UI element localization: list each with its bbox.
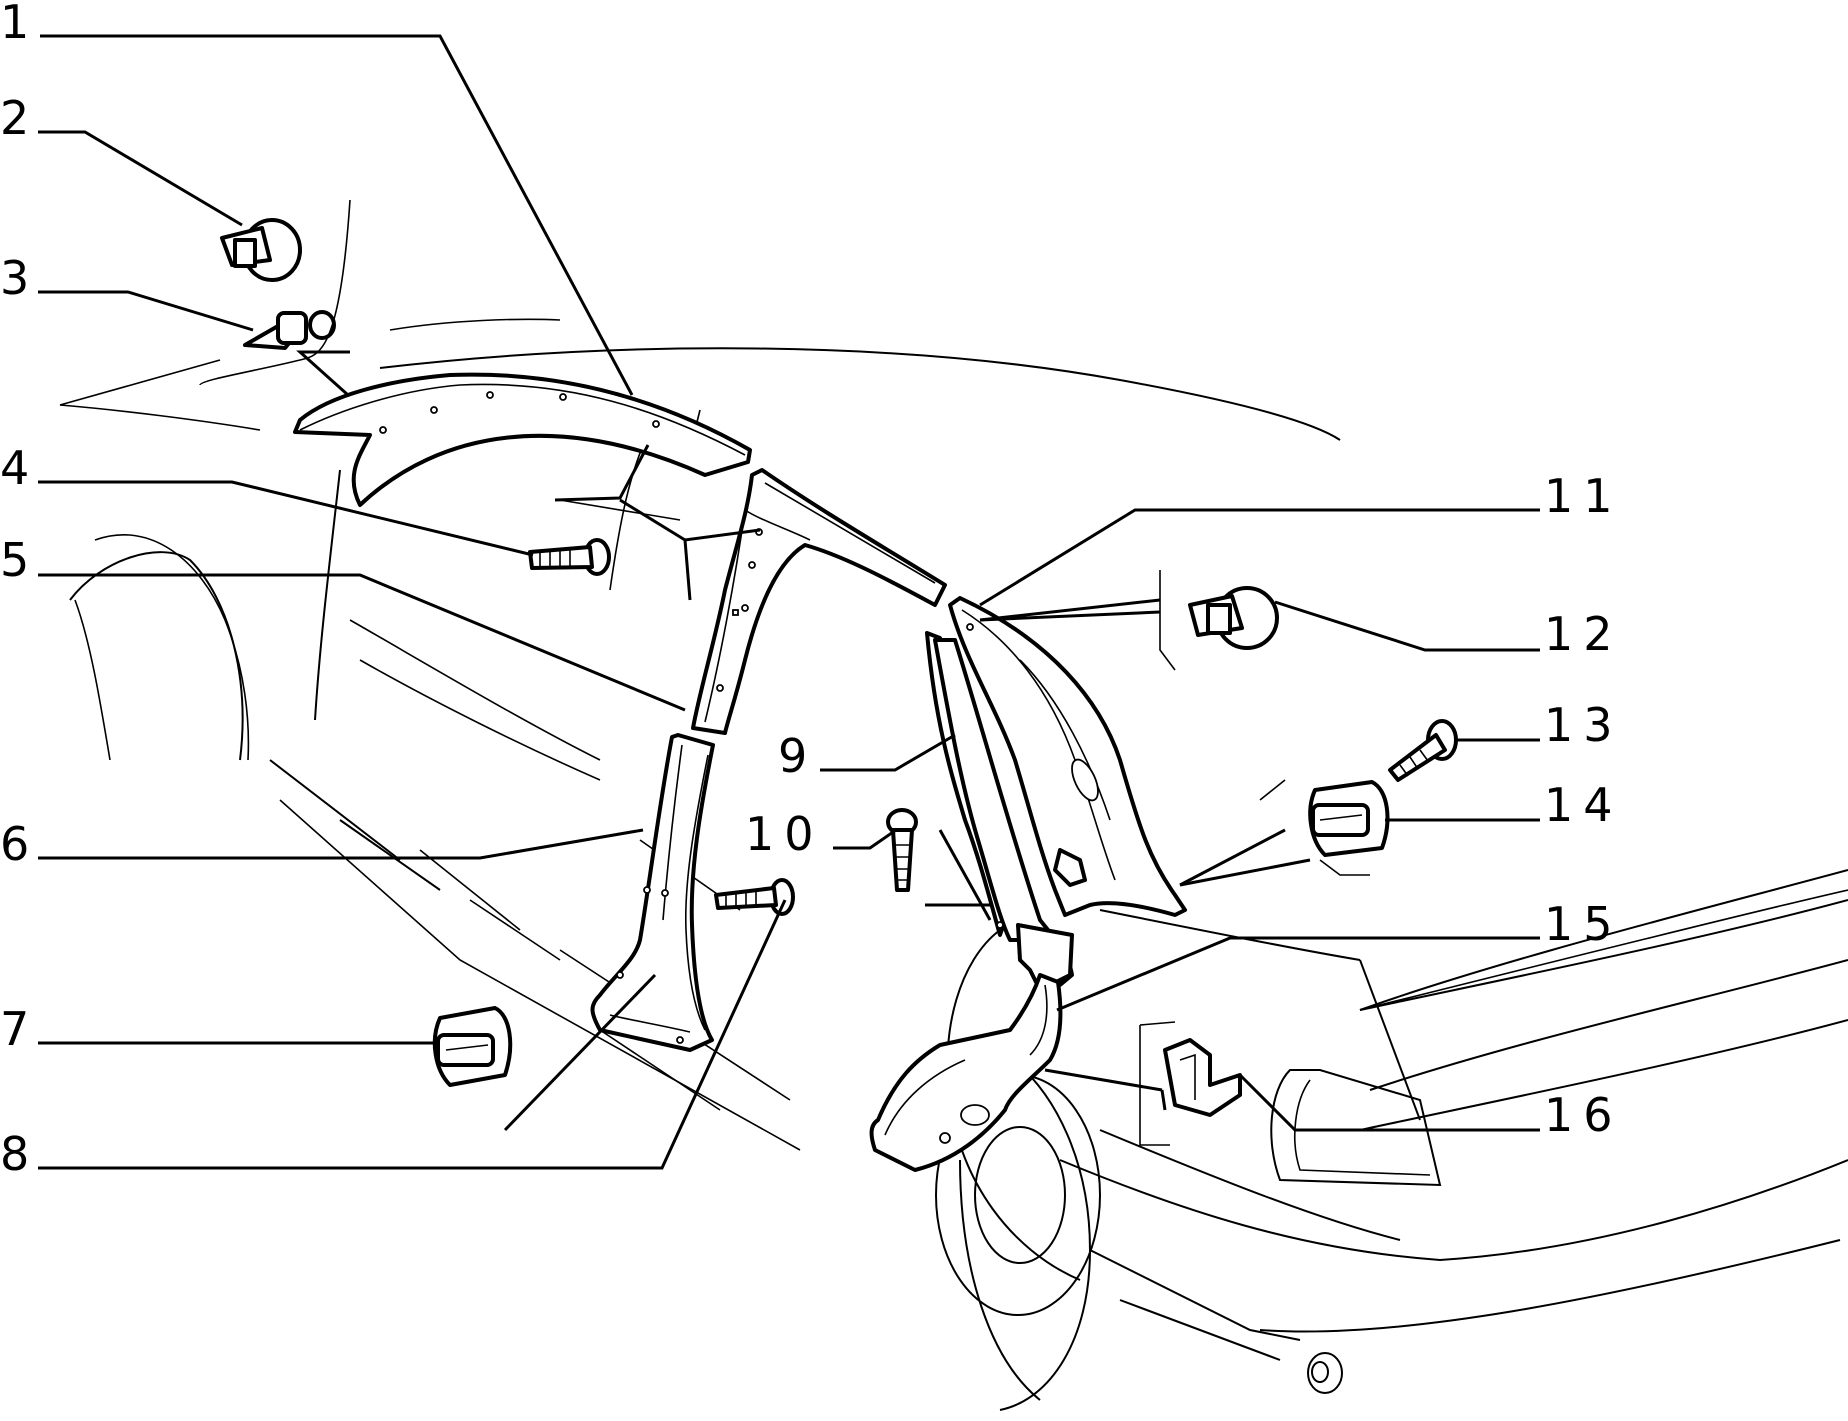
callout-4: 4: [0, 441, 39, 495]
part-2-clip: [220, 218, 302, 282]
part-9-inner-pillar-trim: [925, 631, 1074, 992]
part-5-upper-pillar-t-trim: [691, 468, 947, 735]
part-13-screw: [1388, 719, 1458, 782]
part-10-screw: [886, 808, 918, 892]
leader-lines: [38, 34, 1540, 1170]
part-3-push-pin: [199, 199, 351, 386]
callout-16: 16: [1544, 1088, 1623, 1142]
part-7-clip: [432, 1006, 513, 1087]
callout-3: 3: [0, 251, 39, 305]
callout-10: 10: [745, 807, 824, 861]
part-6-lower-pillar-trim: [590, 733, 715, 1052]
part-15-wheel-arch-trim: [869, 973, 1063, 1172]
callout-2: 2: [0, 91, 39, 145]
callout-labels: 1 2 3 4 5 6 7 8 9 10 11 12 13 14 15 16: [0, 0, 1623, 1181]
callout-8: 8: [0, 1127, 39, 1181]
callout-14: 14: [1544, 778, 1623, 832]
part-4-screw: [528, 538, 611, 576]
callout-9: 9: [778, 729, 817, 783]
callout-12: 12: [1544, 607, 1623, 661]
part-11-outer-pillar-trim: [948, 596, 1187, 917]
part-16-clip: [1163, 1038, 1242, 1117]
part-14-clip: [1259, 779, 1390, 876]
callout-7: 7: [0, 1002, 39, 1056]
part-12-clip: [1159, 570, 1279, 671]
callout-11: 11: [1544, 469, 1623, 523]
callout-1: 1: [0, 0, 39, 49]
callout-6: 6: [0, 817, 39, 871]
callout-15: 15: [1544, 897, 1623, 951]
callout-13: 13: [1544, 698, 1623, 752]
part-1-roof-trim-front: [293, 372, 752, 507]
callout-5: 5: [0, 533, 39, 587]
part-8-screw: [714, 878, 795, 916]
